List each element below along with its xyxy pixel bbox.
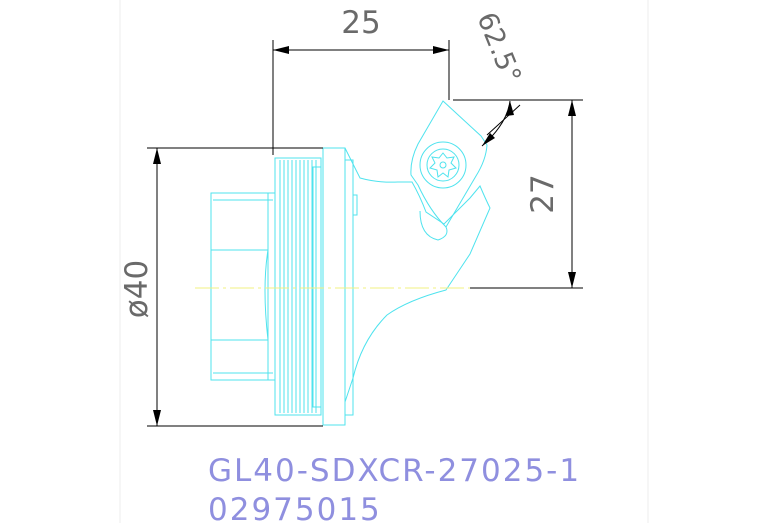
- holder-step: [353, 194, 358, 216]
- dimension-angle-label: 62.5°: [471, 8, 527, 88]
- cutting-tool-part: [210, 100, 491, 426]
- torx-screw-icon: [429, 152, 457, 178]
- cap-body: [210, 192, 276, 381]
- dimension-width-label: 25: [341, 5, 380, 41]
- part-number-label: 02975015: [208, 492, 382, 523]
- flange: [322, 147, 358, 426]
- thread-section: [274, 157, 322, 416]
- insert-screw-inner: [426, 148, 460, 182]
- holder-body: [344, 147, 491, 403]
- dimension-arrows: [153, 46, 576, 426]
- insert-screw-outer: [419, 141, 467, 189]
- part-code-label: GL40-SDXCR-27025-1: [208, 453, 581, 489]
- dimension-height-label: 27: [525, 174, 561, 213]
- dimension-lines: [147, 40, 583, 427]
- insert: [410, 100, 488, 241]
- dimension-diameter-label: ø40: [119, 260, 155, 318]
